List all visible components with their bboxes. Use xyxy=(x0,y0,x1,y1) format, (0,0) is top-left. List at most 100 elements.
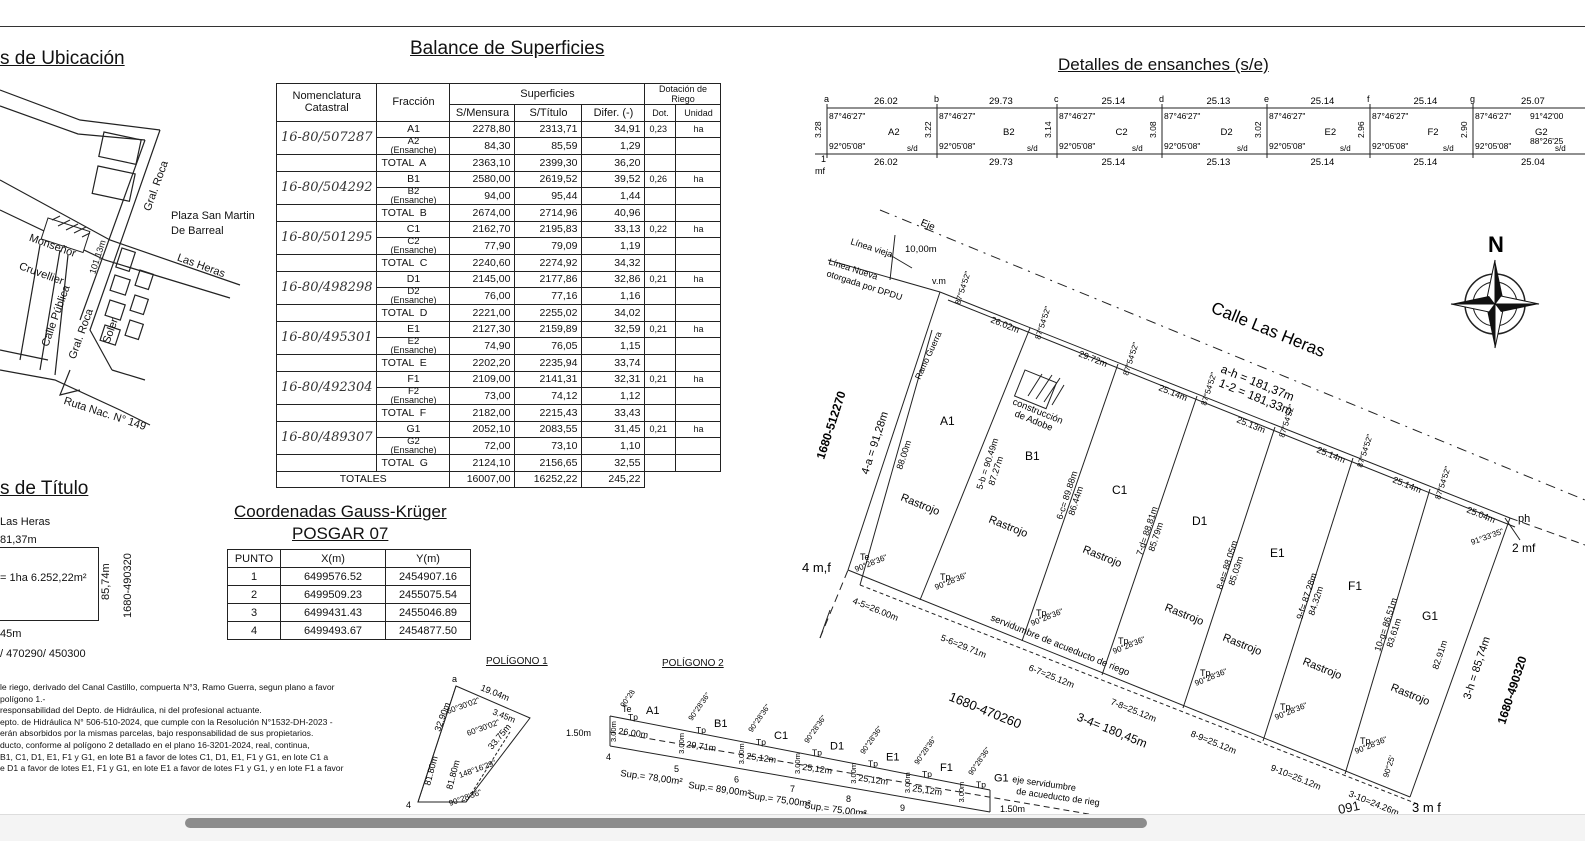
nomenclatura-cell: 16-80/507287 xyxy=(275,120,378,155)
gk-cell: 2454877.50 xyxy=(385,621,471,640)
strip-sd: s/d xyxy=(1132,144,1143,153)
ramo-label: Ramo Guerra xyxy=(913,330,944,381)
titulo-total: 2215,43 xyxy=(514,404,583,422)
pol2-seg: 25,12m xyxy=(746,751,777,765)
lot-label: C1 xyxy=(1112,483,1128,497)
angle-label: 87°54'52" xyxy=(953,270,972,306)
strip-side: 3.22 xyxy=(923,121,933,138)
totales-label: TOTALES xyxy=(275,470,451,488)
titulo-total: 2399,30 xyxy=(514,154,583,172)
difer-cell: 32,59 xyxy=(581,320,646,338)
strip-angle: 87°46'27" xyxy=(1269,111,1305,121)
strip-sd: s/d xyxy=(1237,144,1248,153)
dot-cell: 0,21 xyxy=(644,420,677,438)
titulo-side: 85,74m xyxy=(100,563,112,600)
empty-cell xyxy=(675,337,722,355)
pol2-seg: 25,12m xyxy=(858,773,889,787)
pol2-lot: F1 xyxy=(940,762,953,774)
tp-label: Tp xyxy=(1036,608,1047,618)
pol2-sup: Sup.= 75,00m² xyxy=(748,790,812,810)
strip-lot-label: E2 xyxy=(1325,127,1337,138)
difer-total: 32,55 xyxy=(581,454,646,472)
lot-label: B1 xyxy=(1025,449,1040,463)
gk-cell: 4 xyxy=(227,621,281,640)
pol2-h: 3.00m xyxy=(957,782,966,803)
unit-cell: ha xyxy=(675,320,722,338)
map-label-plaza: Plaza San Martin xyxy=(171,210,255,222)
titulo-total: 2235,94 xyxy=(514,354,583,372)
strip-point: 1 xyxy=(821,154,826,164)
bottom-seg-label: 6-7=25.12m xyxy=(1027,663,1076,690)
strip-angle: 88°26'25 xyxy=(1530,136,1564,146)
titulo-bottom: 45m xyxy=(0,628,22,640)
unit-cell: ha xyxy=(675,170,722,188)
total-label: TOTAL G xyxy=(376,454,451,472)
scrollbar-thumb[interactable] xyxy=(185,818,1147,828)
strip-angle: 87°46'27" xyxy=(1164,111,1200,121)
titulo-street: Las Heras xyxy=(0,516,51,528)
gk-th-y: Y(m) xyxy=(385,549,471,568)
pol2-te: Te xyxy=(622,704,632,714)
top-seg-label: 25.13m xyxy=(1235,415,1267,436)
difer-cell: 1,19 xyxy=(581,237,646,255)
strip-top-dim: 26.02 xyxy=(874,96,898,107)
mensura-cell: 2145,00 xyxy=(449,270,516,288)
titulo-refs: / 470290/ 450300 xyxy=(0,648,86,660)
title-ubicacion: s de Ubicación xyxy=(0,48,125,69)
pol2-point: 6 xyxy=(734,774,739,784)
unit-cell: ha xyxy=(675,420,722,438)
mensura-total: 2202,20 xyxy=(449,354,516,372)
mensura-cell: 73,00 xyxy=(449,387,516,405)
map-label-barreal: De Barreal xyxy=(171,225,224,237)
pol2-h: 3.00m xyxy=(677,733,686,754)
pol2-tp: Tp xyxy=(756,737,766,747)
strip-angle: 92°05'08" xyxy=(939,141,975,151)
lot-label: E1 xyxy=(1270,546,1285,560)
mensura-total: 2221,00 xyxy=(449,304,516,322)
poligono1-title: POLÍGONO 1 xyxy=(486,656,548,667)
strip-side: 3.02 xyxy=(1253,121,1263,138)
mensura-cell: 94,00 xyxy=(449,187,516,205)
titulo-total: 2156,65 xyxy=(514,454,583,472)
titulo-cell: 2083,55 xyxy=(514,420,583,438)
nomenclatura-cell: 16-80/489307 xyxy=(275,420,378,455)
pol1-label: 4 xyxy=(406,800,411,810)
lot-label: G1 xyxy=(1422,609,1438,623)
empty-cell xyxy=(644,437,677,455)
pol2-angle: 90°28'36" xyxy=(966,745,992,777)
fraccion-ensanche-cell: E2(Ensanche) xyxy=(376,337,451,355)
gk-cell: 2455046.89 xyxy=(385,603,471,622)
ensanche-label: (Ensanche) xyxy=(390,345,437,355)
fraccion-ensanche-cell: C2(Ensanche) xyxy=(376,236,451,255)
fraccion-label: C2 xyxy=(407,236,420,247)
pol2-point: 5 xyxy=(674,764,679,774)
strip-lot-label: G2 xyxy=(1535,127,1548,138)
note-line: le riego, derivado del Canal Castillo, c… xyxy=(0,682,335,692)
pol2-seg: 25,12m xyxy=(802,762,833,776)
total-label: TOTAL F xyxy=(376,404,451,422)
difer-total: 34,32 xyxy=(581,254,646,272)
bottom-seg-label: 8-9=25.12m xyxy=(1189,729,1238,756)
angle-label: 87°54'52" xyxy=(1121,341,1140,377)
difer-cell: 31,45 xyxy=(581,420,646,438)
mensura-cell: 2162,70 xyxy=(449,220,516,238)
balance-table: Nomenclatura Catastral Fracción Superfic… xyxy=(275,83,722,488)
th-dot: Dot. xyxy=(644,104,677,122)
bottom-seg-label: 4-5=26.00m xyxy=(851,596,900,623)
strip-angle: 87°46'27" xyxy=(939,111,975,121)
mensura-cell: 76,00 xyxy=(449,287,516,305)
tp-label: Tp xyxy=(940,572,951,582)
pol2-point: 9 xyxy=(900,803,905,813)
